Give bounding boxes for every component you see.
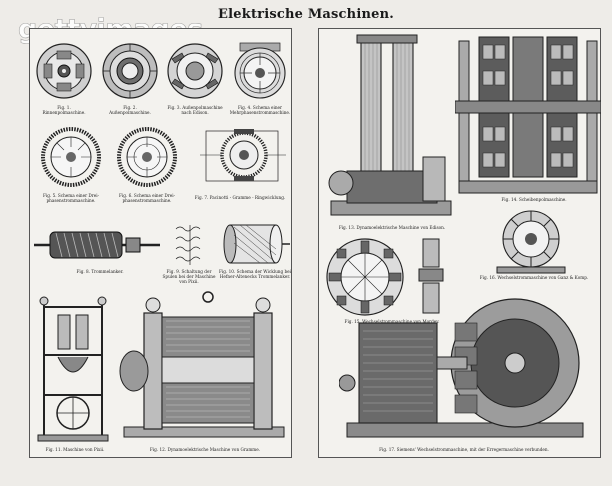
fig3-illustration bbox=[167, 43, 223, 99]
fig1-caption: Fig. 1. Rinnenpolmaschine. bbox=[42, 105, 86, 115]
fig2-illustration bbox=[102, 43, 158, 99]
fig3-caption: Fig. 3. Außenpolmaschine nach Edison. bbox=[167, 105, 223, 115]
fig15-caption: Fig. 15. Wechselstrommaschine von Mordey… bbox=[344, 319, 440, 324]
fig12-illustration bbox=[119, 291, 285, 438]
fig13-illustration bbox=[328, 34, 452, 216]
fig8-caption: Fig. 8. Trommelanker. bbox=[76, 269, 124, 274]
fig6-illustration bbox=[117, 127, 177, 187]
fig16-caption: Fig. 16. Wechselstrommaschine von Ganz &… bbox=[479, 275, 589, 280]
fig11-illustration bbox=[37, 296, 109, 442]
fig2-caption: Fig. 2. Außenpolmaschine. bbox=[109, 105, 151, 115]
fig17-caption: Fig. 17. Siemens' Wechselstrommaschine, … bbox=[379, 447, 549, 452]
fig1-illustration bbox=[36, 43, 92, 99]
fig13-caption: Fig. 13. Dynamoelektrische Maschine von … bbox=[338, 225, 446, 230]
fig14-illustration bbox=[455, 36, 601, 194]
fig6-caption: Fig. 6. Schema einer Drei- phasenstromma… bbox=[118, 193, 176, 203]
fig8-illustration bbox=[34, 231, 160, 259]
fig17-illustration bbox=[339, 298, 584, 438]
fig11-caption: Fig. 11. Maschine von Pixii. bbox=[45, 447, 105, 452]
fig10-caption: Fig. 10. Schema der Wicklung bei Hefner-… bbox=[219, 269, 291, 279]
plate-title: Elektrische Maschinen. bbox=[218, 7, 394, 22]
fig4-illustration bbox=[234, 42, 286, 99]
fig9-caption: Fig. 9. Schaltung der Spulen bei der Mas… bbox=[162, 269, 216, 284]
fig15-illustration bbox=[326, 238, 444, 316]
right-panel: Fig. 13. Dynamoelektrische Maschine von … bbox=[318, 28, 601, 458]
fig14-caption: Fig. 14. Scheibenpolmaschine. bbox=[501, 197, 567, 202]
fig12-caption: Fig. 12. Dynamoelektrische Maschine von … bbox=[149, 447, 261, 452]
fig5-illustration bbox=[41, 127, 101, 187]
fig10-illustration bbox=[223, 224, 290, 264]
left-panel: Fig. 1. Rinnenpolmaschine. Fig. 2. Außen… bbox=[29, 28, 292, 458]
fig4-caption: Fig. 4. Schema einer Mehrphasenstrommasc… bbox=[229, 105, 291, 115]
fig9-illustration bbox=[175, 225, 201, 265]
fig7-illustration bbox=[200, 129, 286, 182]
fig5-caption: Fig. 5. Schema einer Drei- phasenstromma… bbox=[42, 193, 100, 203]
fig16-illustration bbox=[496, 210, 566, 274]
fig7-caption: Fig. 7. Pacinotti - Gramme - Ringwicklun… bbox=[194, 195, 286, 200]
